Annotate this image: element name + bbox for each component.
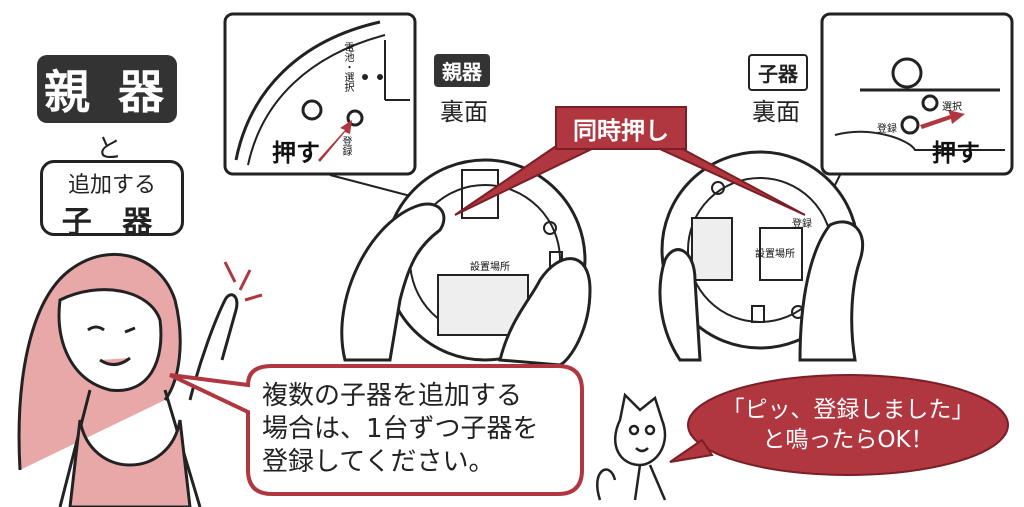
instruction-line1: 複数の子器を追加する — [262, 381, 523, 411]
child-side-label: 裏面 — [752, 98, 800, 126]
instruction-line2: 場合は、1台ずつ子器を — [262, 414, 539, 444]
parent-title: 親 器 — [43, 65, 170, 119]
instruction-line3: 登録してください。 — [262, 447, 495, 477]
parent-note-label: 電池・選択 — [342, 42, 353, 92]
child-press-label: 押す — [932, 139, 980, 167]
child-register-label: 登録 — [877, 124, 897, 135]
parent-tag: 親器 — [434, 54, 490, 87]
simultaneous-press-label: 同時押し — [555, 106, 687, 150]
child-hands — [658, 220, 865, 362]
parent-install-label: 設置場所 — [470, 262, 510, 273]
child-select-label: 選択 — [942, 102, 962, 113]
cat-illustration — [596, 392, 667, 501]
parent-side-label: 裏面 — [440, 98, 488, 126]
child-title-line2: 子 器 — [61, 205, 163, 240]
connector-text: と — [96, 134, 123, 164]
parent-press-label: 押す — [272, 139, 320, 167]
ok-text: 「ピッ、登録しました」 と鳴ったらOK！ — [698, 395, 998, 455]
instruction-text: 複数の子器を追加する 場合は、1台ずつ子器を 登録してください。 — [262, 380, 539, 479]
child-tag: 子器 — [748, 54, 808, 91]
sparkle-icon — [223, 261, 263, 302]
child-inset-panel — [819, 12, 1014, 216]
parent-register-label: 登録 — [340, 136, 351, 156]
child-install-label: 設置場所 — [755, 249, 795, 260]
ok-bubble — [669, 374, 1009, 476]
child-title-line1: 追加する — [67, 173, 156, 198]
woman-illustration — [17, 253, 239, 507]
ok-line1: 「ピッ、登録しました」 — [721, 397, 975, 423]
child-title-box: 追加する 子 器 — [40, 160, 184, 240]
parent-hands — [340, 202, 592, 367]
ok-line2: と鳴ったらOK！ — [762, 427, 934, 453]
parent-title-box: 親 器 — [37, 55, 177, 123]
child-device-register-label: 登録 — [792, 219, 812, 230]
instruction-bubble — [169, 364, 584, 496]
parent-inset-panel — [223, 12, 446, 206]
